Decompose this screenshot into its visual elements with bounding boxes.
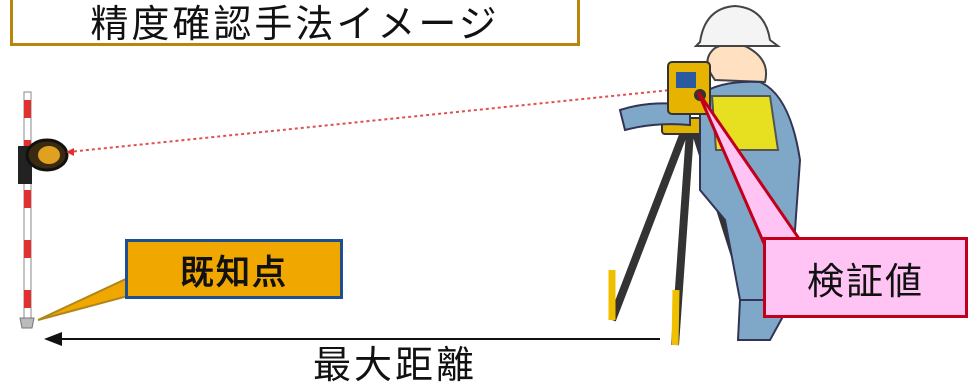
arrow-left-icon xyxy=(44,332,62,346)
laser-beam xyxy=(67,87,691,153)
prism-pole-icon xyxy=(18,91,74,329)
verification-value-callout: 検証値 xyxy=(763,237,968,318)
known-point-pointer xyxy=(37,276,129,321)
known-point-callout: 既知点 xyxy=(125,239,343,299)
max-distance-label: 最大距離 xyxy=(312,342,477,387)
page-title: 精度確認手法イメージ xyxy=(10,0,580,46)
